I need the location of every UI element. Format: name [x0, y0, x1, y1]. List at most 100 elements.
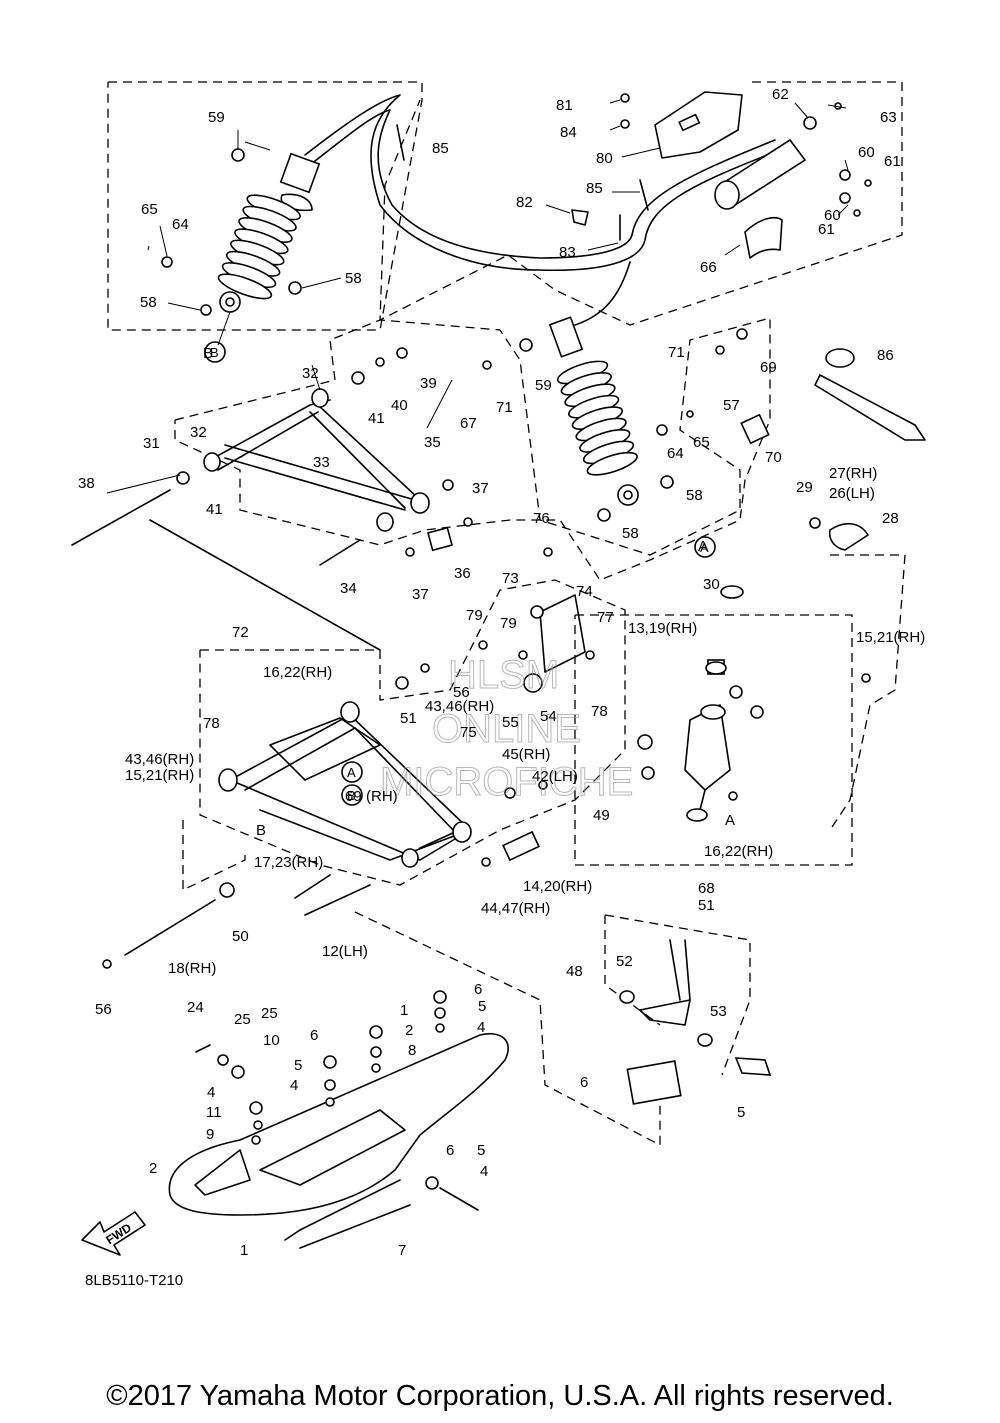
callout-label: 27(RH)	[829, 465, 877, 482]
exploded-parts-diagram: HLSM ONLINE MICROFICHE 59858184806263606…	[0, 0, 926, 1289]
callout-label: 68	[698, 880, 715, 897]
callout-label: 6	[446, 1142, 454, 1159]
fwd-label: FWD	[103, 1220, 134, 1247]
callout-label: 2	[405, 1022, 413, 1039]
callout-label: 32	[302, 365, 319, 382]
watermark: HLSM ONLINE MICROFICHE	[380, 653, 634, 805]
callout-label: 36	[454, 565, 471, 582]
callout-label: 37	[412, 586, 429, 603]
callout-label: 45(RH)	[502, 746, 550, 763]
callout-label: 81	[556, 97, 573, 114]
callout-label: 78	[203, 715, 220, 732]
callout-label: 29	[796, 479, 813, 496]
callout-label: 60	[824, 207, 841, 224]
shock-absorber-right	[548, 316, 639, 506]
callout-label: 78	[591, 703, 608, 720]
callout-label: 64	[667, 445, 684, 462]
callout-label: 58	[140, 294, 157, 311]
callout-label: 58	[345, 270, 362, 287]
callout-label: A	[725, 812, 735, 829]
callout-label: 59	[535, 377, 552, 394]
callout-label: 38	[78, 475, 95, 492]
diagram-code: 8LB5110-T210	[85, 1272, 183, 1289]
callout-label: 9	[206, 1126, 214, 1143]
group-outlines	[107, 81, 906, 1147]
callout-label: 32	[190, 424, 207, 441]
callout-label: 69	[760, 359, 777, 376]
callout-label: 25	[261, 1005, 278, 1022]
callout-label: 76	[533, 510, 550, 527]
callout-label: 51	[698, 897, 715, 914]
fwd-arrow	[81, 1211, 146, 1256]
callout-label: 34	[340, 580, 357, 597]
watermark-text: HLSM	[448, 653, 559, 697]
callout-label: 60	[858, 144, 875, 161]
callout-label: 16,22(RH)	[704, 843, 773, 860]
watermark-text: ONLINE	[432, 707, 581, 751]
callout-label: 74	[576, 583, 593, 600]
callout-label: 61	[884, 153, 901, 170]
callout-label: 57	[723, 397, 740, 414]
callout-label: 55	[502, 714, 519, 731]
callout-label: 65	[693, 434, 710, 451]
callout-label: 28	[882, 510, 899, 527]
callout-label: 71	[496, 399, 513, 416]
callout-label: 31	[143, 435, 160, 452]
callout-label: 65	[141, 201, 158, 218]
watermark-text: MICROFICHE	[380, 760, 633, 804]
copyright-notice: ©2017 Yamaha Motor Corporation, U.S.A. A…	[106, 1380, 894, 1412]
callout-label: 8	[408, 1042, 416, 1059]
callout-label: 17,23(RH)	[254, 854, 323, 871]
callout-label: 50	[232, 928, 249, 945]
callout-label: 59	[208, 109, 225, 126]
callout-label: 4	[207, 1084, 215, 1101]
callout-label: 6	[580, 1074, 588, 1091]
callout-label: 6	[474, 981, 482, 998]
callout-label: 4	[477, 1019, 485, 1036]
leader-lines	[106, 99, 849, 494]
callout-label: 43,46(RH)	[125, 751, 194, 768]
parts-artwork: HLSM ONLINE MICROFICHE	[71, 91, 926, 1256]
lower-a-arm	[218, 701, 472, 868]
callout-label: 1	[0, 0, 8, 4]
callout-label: 56	[453, 684, 470, 701]
callout-label: 62	[772, 86, 789, 103]
callout-label: 82	[516, 194, 533, 211]
callout-label: 66	[700, 259, 717, 276]
callout-label: 42(LH)	[532, 768, 578, 785]
callout-label: 48	[566, 963, 583, 980]
callout-label: 80	[596, 150, 613, 167]
callout-label: 43,46(RH)	[425, 698, 494, 715]
callout-label: 14,20(RH)	[523, 878, 592, 895]
callout-label: 58	[686, 487, 703, 504]
circle-ref-letter: B	[210, 345, 219, 360]
callout-label: 15,21(RH)	[125, 767, 194, 784]
callout-label: 26(LH)	[829, 485, 875, 502]
circle-ref-letter: A	[700, 540, 709, 555]
callout-label: 79	[466, 607, 483, 624]
callout-label: 39	[420, 375, 437, 392]
callout-label: 86	[877, 347, 894, 364]
callout-label: 5	[294, 1057, 302, 1074]
ski	[168, 1033, 509, 1249]
callout-label: 16,22(RH)	[263, 664, 332, 681]
callout-label: 54	[540, 708, 557, 725]
callout-label: 85	[432, 140, 449, 157]
callout-label: 69	[345, 788, 362, 805]
callout-label: 44,47(RH)	[481, 900, 550, 917]
callout-label: 64	[172, 216, 189, 233]
upper-a-arm	[203, 388, 430, 532]
callout-label: 67	[460, 415, 477, 432]
callout-label: 83	[559, 244, 576, 261]
callout-label: 35	[424, 434, 441, 451]
callout-label: 51	[400, 710, 417, 727]
callout-label: 53	[710, 1003, 727, 1020]
callout-label: 1	[400, 1002, 408, 1019]
callout-label: 85	[586, 180, 603, 197]
callout-label: 30	[703, 576, 720, 593]
callout-label: 41	[206, 501, 223, 518]
callout-label: 84	[560, 124, 577, 141]
callout-label: 40	[391, 397, 408, 414]
callout-label: 5	[477, 1142, 485, 1159]
